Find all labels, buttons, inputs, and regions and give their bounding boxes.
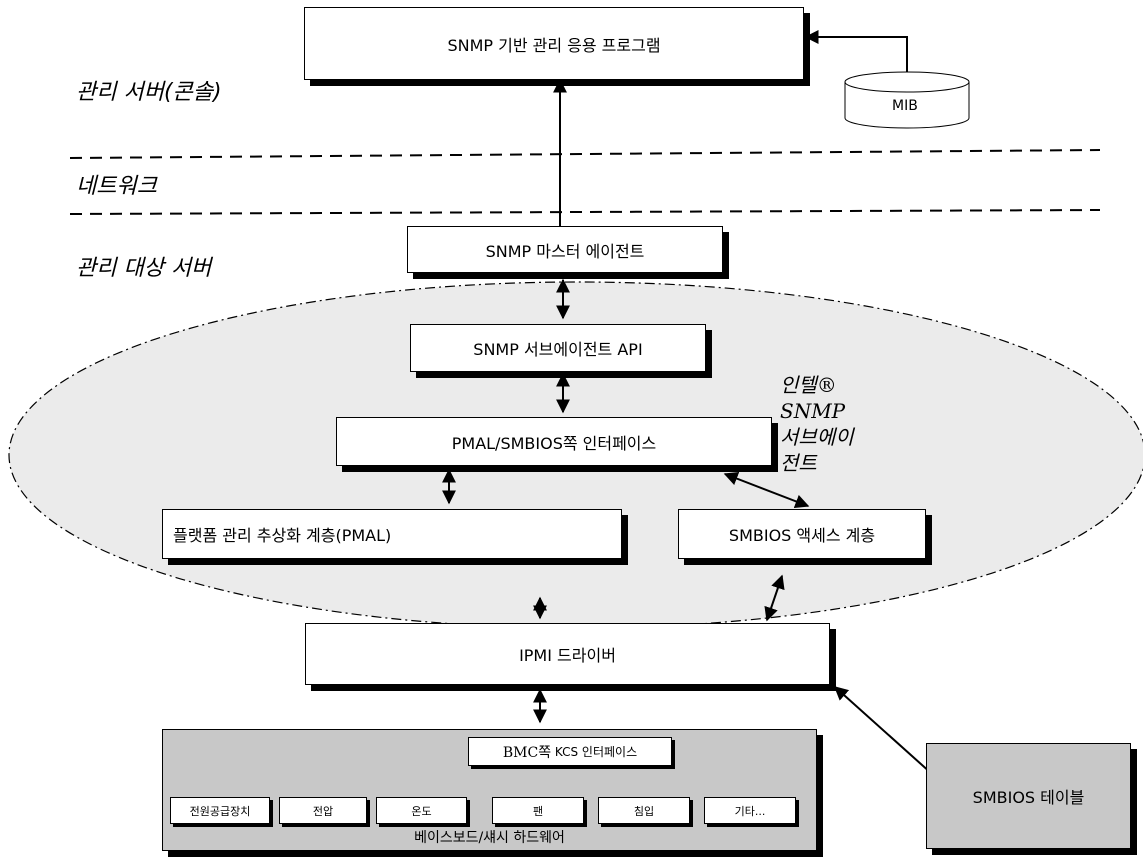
pmal-smbios-interface-box: PMAL/SMBIOS쪽 인터페이스: [336, 417, 772, 466]
snmp-app-box: SNMP 기반 관리 응용 프로그램: [304, 7, 804, 80]
smbios-table-box-body: SMBIOS 테이블: [926, 743, 1131, 849]
intel-label-line2: SNMP: [780, 399, 846, 423]
hardware-caption: 베이스보드/섀시 하드웨어: [414, 830, 565, 846]
snmp-master-agent-box: SNMP 마스터 에이전트: [407, 226, 723, 273]
smbios-table-label: SMBIOS 테이블: [972, 788, 1085, 807]
snmp-subagent-api-box: SNMP 서브에이전트 API: [410, 324, 706, 372]
bmc-kcs-interface-box: BMC쪽 KCS 인터페이스: [468, 737, 672, 766]
hw-item-other: 기타...: [704, 797, 796, 824]
pmal-layer-box: 플랫폼 관리 추상화 계층(PMAL): [162, 509, 622, 559]
intel-label-line1: 인텔®: [780, 373, 837, 397]
management-server-label: 관리 서버(콘솔): [76, 80, 222, 105]
network-label: 네트워크: [76, 174, 157, 199]
baseboard-hardware-panel: [162, 729, 817, 851]
mib-cylinder: [844, 71, 970, 129]
hw-item-fan: 팬: [492, 797, 584, 824]
bmc-prefix: BMC쪽: [502, 744, 552, 761]
managed-server-label: 관리 대상 서버: [76, 256, 212, 281]
hw-item-power-supply: 전원공급장치: [170, 797, 270, 824]
ipmi-driver-box: IPMI 드라이버: [305, 623, 830, 685]
arrow-smbios-ipmi: [764, 574, 785, 622]
network-separator-top: [69, 149, 1101, 159]
arrow-interface-smbios: [723, 472, 810, 508]
hw-item-intrusion: 침입: [598, 797, 690, 824]
hw-item-voltage: 전압: [279, 797, 367, 824]
mib-label: MIB: [892, 98, 918, 114]
intel-subagent-label: 인텔® SNMP 서브에이 전트: [780, 372, 854, 476]
smbios-access-layer-box: SMBIOS 액세스 계층: [678, 509, 926, 559]
arrow-mib-to-app: [804, 30, 908, 72]
network-separator-bottom: [69, 209, 1101, 215]
hw-item-temperature: 온도: [376, 797, 467, 824]
kcs-interface-text: KCS 인터페이스: [554, 745, 638, 759]
intel-label-line3: 서브에이: [780, 425, 854, 449]
intel-label-line4: 전트: [780, 451, 817, 475]
